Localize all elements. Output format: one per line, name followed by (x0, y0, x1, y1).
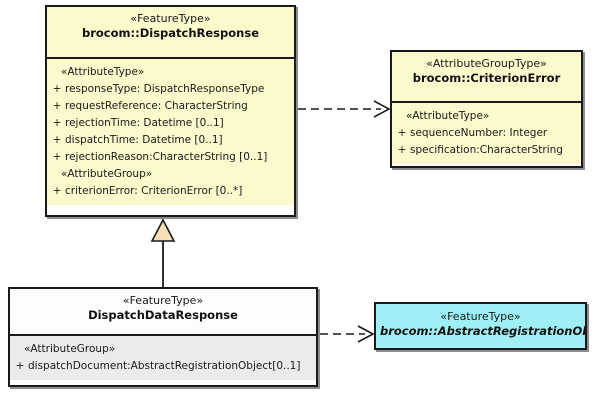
attribute-text: rejectionTime: Datetime [0..1] (65, 117, 224, 129)
class-stereotype: «FeatureType» (440, 310, 521, 323)
class-stereotype: «FeatureType» (122, 294, 204, 307)
attribute-row: + criterionError: CriterionError [0..*] (49, 183, 292, 200)
attribute-visibility: + (52, 83, 62, 95)
class-header-dispatch-response: «FeatureType» brocom::DispatchResponse (47, 7, 294, 59)
open-arrowhead-icon (373, 100, 391, 118)
generalization-dispatchdataresponse-to-dispatchresponse (150, 218, 176, 287)
class-name: brocom::CriterionError (412, 71, 561, 85)
attribute-row: + requestReference: CharacterString (49, 98, 292, 115)
attribute-visibility: + (52, 117, 62, 129)
attribute-visibility: + (397, 127, 407, 139)
class-header-criterion-error: «AttributeGroupType» brocom::CriterionEr… (392, 52, 581, 103)
attribute-row: + dispatchTime: Datetime [0..1] (49, 132, 292, 149)
class-body-criterion-error: «AttributeType» + sequenceNumber: Intege… (392, 103, 581, 164)
class-box-criterion-error[interactable]: «AttributeGroupType» brocom::CriterionEr… (390, 50, 583, 168)
attribute-row: + dispatchDocument:AbstractRegistrationO… (12, 358, 314, 375)
class-name: brocom::AbstractRegistrationObject (380, 324, 585, 338)
class-box-dispatch-response[interactable]: «FeatureType» brocom::DispatchResponse «… (45, 5, 296, 217)
attribute-text: criterionError: CriterionError [0..*] (65, 185, 243, 197)
attribute-visibility: + (52, 100, 62, 112)
compartment-label: «AttributeType» (61, 66, 145, 78)
attribute-row: + rejectionReason:CharacterString [0..1] (49, 149, 292, 166)
class-header-abstract-registration-object: «FeatureType» brocom::AbstractRegistrati… (376, 304, 585, 348)
class-stereotype: «FeatureType» (130, 12, 211, 25)
dependency-dispatchdataresponse-to-abstractregistrationobject (320, 325, 375, 343)
class-stereotype: «AttributeGroupType» (426, 57, 547, 70)
attribute-text: specification:CharacterString (410, 144, 563, 156)
class-name: DispatchDataResponse (88, 308, 238, 322)
attribute-visibility: + (52, 134, 62, 146)
dependency-dispatchresponse-to-criterionerror (298, 100, 391, 118)
hollow-triangle-arrowhead-icon (150, 218, 176, 242)
compartment-label: «AttributeGroup» (61, 168, 153, 180)
attribute-text: dispatchTime: Datetime [0..1] (65, 134, 223, 146)
compartment-label: «AttributeType» (406, 110, 490, 122)
class-box-abstract-registration-object[interactable]: «FeatureType» brocom::AbstractRegistrati… (374, 302, 587, 350)
attribute-text: requestReference: CharacterString (65, 100, 248, 112)
attribute-visibility: + (52, 151, 62, 163)
class-body-dispatch-response: «AttributeType» + responseType: Dispatch… (47, 59, 294, 205)
attribute-row: + specification:CharacterString (394, 142, 579, 159)
attribute-visibility: + (15, 360, 25, 372)
attribute-text: dispatchDocument:AbstractRegistrationObj… (28, 360, 301, 372)
class-header-dispatch-data-response: «FeatureType» DispatchDataResponse (10, 289, 316, 336)
class-name: brocom::DispatchResponse (82, 26, 259, 40)
attribute-row: + rejectionTime: Datetime [0..1] (49, 115, 292, 132)
class-body-dispatch-data-response: «AttributeGroup» + dispatchDocument:Abst… (10, 336, 316, 380)
compartment-label: «AttributeGroup» (24, 343, 116, 355)
attribute-visibility: + (397, 144, 407, 156)
attribute-row: + responseType: DispatchResponseType (49, 81, 292, 98)
attribute-visibility: + (52, 185, 62, 197)
attribute-text: rejectionReason:CharacterString [0..1] (65, 151, 268, 163)
open-arrowhead-icon (357, 325, 375, 343)
class-box-dispatch-data-response[interactable]: «FeatureType» DispatchDataResponse «Attr… (8, 287, 318, 387)
attribute-row: + sequenceNumber: Integer (394, 125, 579, 142)
attribute-text: sequenceNumber: Integer (410, 127, 548, 139)
attribute-text: responseType: DispatchResponseType (65, 83, 265, 95)
